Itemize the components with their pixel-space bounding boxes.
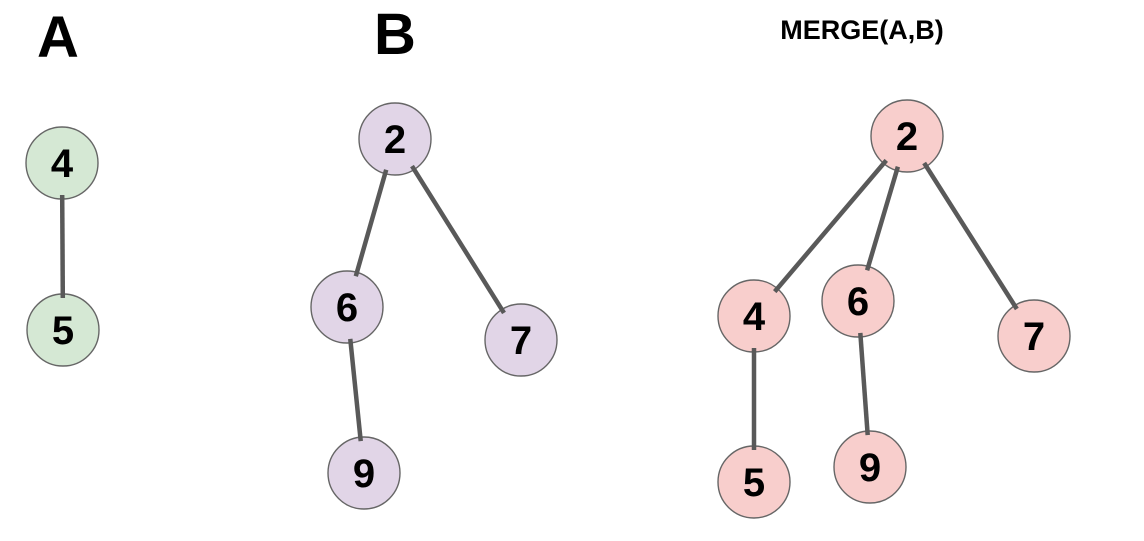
tree-merge-edge-6-9 bbox=[858, 332, 870, 436]
tree-b-edge-2-6 bbox=[353, 169, 389, 277]
tree-merge-title: MERGE(A,B) bbox=[780, 15, 944, 45]
tree-b-edge-2-7 bbox=[410, 164, 506, 315]
tree-merge-node-4-label: 4 bbox=[743, 295, 766, 339]
tree-b: B 2 6 7 9 bbox=[310, 2, 558, 510]
tree-merge-node-7-label: 7 bbox=[1023, 315, 1045, 359]
tree-merge-edge-2-4 bbox=[773, 158, 888, 294]
tree-a-edge-4-5 bbox=[59, 194, 66, 299]
tree-merge-node-2-label: 2 bbox=[896, 115, 918, 159]
tree-b-edge-6-9 bbox=[348, 338, 363, 442]
tree-merge-edge-2-6 bbox=[864, 166, 901, 271]
tree-b-node-6-label: 6 bbox=[336, 286, 358, 330]
tree-a-node-4-label: 4 bbox=[51, 142, 74, 186]
tree-b-node-2 bbox=[358, 102, 432, 176]
tree-merge-node-6 bbox=[821, 264, 895, 338]
tree-merge-node-7 bbox=[997, 299, 1071, 373]
tree-merge-node-9-label: 9 bbox=[859, 446, 881, 490]
tree-b-node-9-label: 9 bbox=[353, 452, 375, 496]
tree-merge-node-9 bbox=[833, 430, 907, 504]
tree-b-node-7-label: 7 bbox=[510, 319, 532, 363]
tree-b-node-2-label: 2 bbox=[384, 118, 406, 162]
tree-merge-node-6-label: 6 bbox=[847, 280, 869, 324]
tree-b-node-6 bbox=[310, 270, 384, 344]
tree-b-node-7 bbox=[484, 303, 558, 377]
tree-b-title: B bbox=[374, 2, 416, 67]
tree-merge-node-5-label: 5 bbox=[743, 461, 765, 505]
tree-merge: MERGE(A,B) 2 4 6 7 5 9 bbox=[717, 15, 1071, 519]
tree-b-node-9 bbox=[327, 436, 401, 510]
tree-merge-node-2 bbox=[870, 99, 944, 173]
tree-a-node-5-label: 5 bbox=[52, 309, 74, 353]
tree-merge-edge-2-7 bbox=[922, 161, 1019, 311]
tree-a-title: A bbox=[37, 5, 79, 70]
tree-a: A 4 5 bbox=[25, 5, 100, 367]
